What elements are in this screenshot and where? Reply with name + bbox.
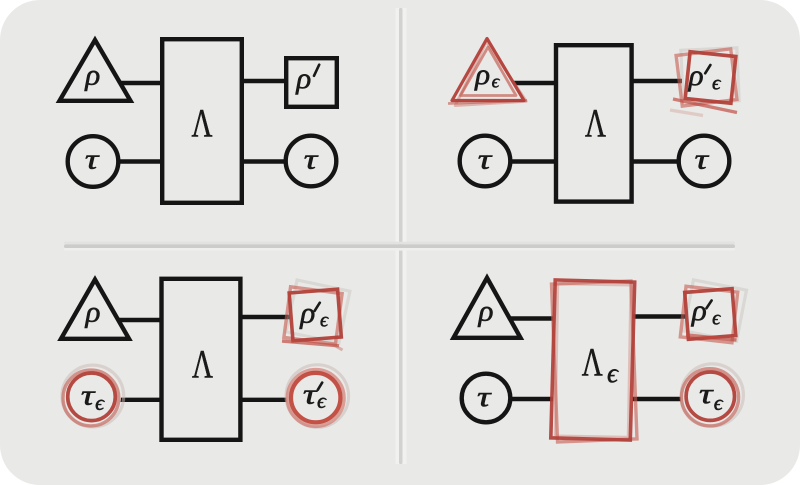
svg-text:ρ: ρ <box>477 294 493 327</box>
svg-text:ϵ: ϵ <box>320 310 329 332</box>
svg-text:ϵ: ϵ <box>492 72 501 93</box>
svg-text:Λ: Λ <box>192 341 213 386</box>
svg-text:ϵ: ϵ <box>712 308 721 330</box>
svg-text:ρ: ρ <box>691 294 707 327</box>
svg-text:ρ: ρ <box>84 58 100 91</box>
svg-text:τ: τ <box>478 143 494 175</box>
svg-text:τ: τ <box>699 378 715 410</box>
svg-text:τ: τ <box>81 379 97 411</box>
svg-text:ϵ: ϵ <box>714 390 724 415</box>
svg-text:ρ: ρ <box>474 58 490 91</box>
svg-text:τ: τ <box>477 381 493 413</box>
svg-text:ϵ: ϵ <box>317 388 327 413</box>
svg-text:Λ: Λ <box>192 100 213 145</box>
svg-text:τ: τ <box>695 143 711 175</box>
svg-text:ρ: ρ <box>84 295 100 328</box>
svg-text:Λ: Λ <box>585 100 606 145</box>
svg-text:ρ: ρ <box>299 297 315 330</box>
svg-text:ϵ: ϵ <box>95 390 105 415</box>
svg-text:τ: τ <box>303 379 319 411</box>
svg-text:ρ: ρ <box>295 62 311 95</box>
svg-text:ϵ: ϵ <box>607 358 619 388</box>
svg-text:Λ: Λ <box>582 340 603 385</box>
svg-text:τ: τ <box>85 144 101 176</box>
svg-text:ρ: ρ <box>688 59 704 92</box>
svg-text:ϵ: ϵ <box>712 71 722 95</box>
svg-text:τ: τ <box>304 143 320 175</box>
